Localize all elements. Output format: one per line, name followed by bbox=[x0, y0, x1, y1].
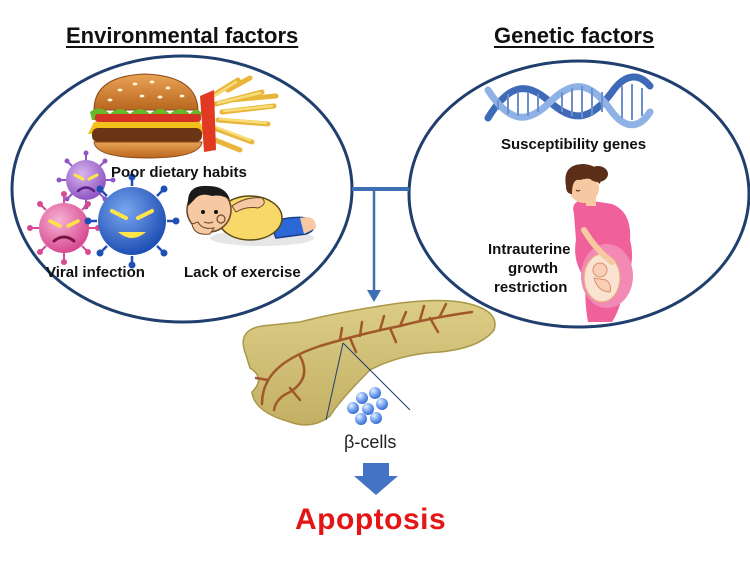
apoptosis-label: Apoptosis bbox=[295, 503, 447, 536]
virus-pink-illustration bbox=[27, 191, 101, 265]
poor-dietary-habits-label: Poor dietary habits bbox=[111, 164, 247, 181]
environmental-factors-heading: Environmental factors bbox=[66, 23, 299, 48]
pregnant-woman-illustration bbox=[565, 164, 633, 322]
beta-cells-cluster bbox=[347, 387, 388, 425]
genetic-factors-heading: Genetic factors bbox=[494, 23, 655, 48]
lazy-man-illustration bbox=[186, 185, 316, 246]
connector-lines bbox=[352, 187, 409, 302]
viral-infection-label: Viral infection bbox=[46, 264, 145, 281]
burger-illustration bbox=[88, 73, 206, 159]
beta-cells-label: β-cells bbox=[344, 432, 397, 452]
dna-helix-illustration bbox=[484, 73, 654, 129]
iugr-label-line2: growth bbox=[508, 260, 558, 277]
iugr-label-line1: Intrauterine bbox=[488, 241, 571, 258]
down-arrow bbox=[354, 463, 398, 495]
pancreas-illustration bbox=[242, 299, 496, 426]
susceptibility-genes-label: Susceptibility genes bbox=[501, 136, 647, 153]
iugr-label: Intrauterine growth restriction bbox=[488, 240, 571, 297]
pancreatic-duct bbox=[254, 302, 474, 412]
iugr-label-line3: restriction bbox=[494, 279, 568, 296]
virus-blue-illustration bbox=[84, 173, 180, 269]
fries-illustration bbox=[200, 75, 279, 153]
lack-of-exercise-label: Lack of exercise bbox=[184, 264, 301, 281]
